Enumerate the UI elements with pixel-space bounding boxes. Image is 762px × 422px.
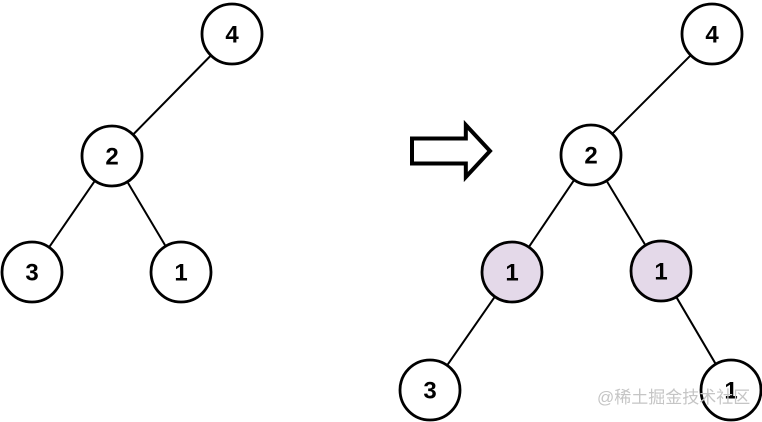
tree-before-node-L4 bbox=[200, 2, 264, 66]
tree-after-node-label-R1b: 1 bbox=[654, 259, 667, 286]
tree-before-node-label-L1: 1 bbox=[174, 260, 187, 287]
tree-edge-R2-R1b bbox=[606, 180, 646, 246]
tree-after-node-R1b-highlighted bbox=[629, 239, 693, 303]
tree-after-node-label-R3: 3 bbox=[423, 378, 436, 405]
tree-edge-R4-R2 bbox=[612, 55, 691, 134]
tree-before-node-L2 bbox=[80, 124, 144, 188]
tree-after-node-label-R2: 2 bbox=[584, 143, 597, 170]
tree-edge-R1a-R3 bbox=[446, 296, 496, 366]
tree-before-node-L1 bbox=[149, 240, 213, 304]
tree-after-node-label-R4: 4 bbox=[705, 22, 719, 49]
tree-before-node-label-L3: 3 bbox=[25, 260, 38, 287]
tree-after-node-R3 bbox=[398, 358, 462, 422]
tree-edge-R1b-R1c bbox=[675, 297, 717, 364]
tree-after-node-R1a-highlighted bbox=[480, 240, 544, 304]
tree-before-node-label-L4: 4 bbox=[225, 22, 239, 49]
tree-before-node-L3 bbox=[0, 240, 64, 304]
tree-edge-L2-L1 bbox=[127, 181, 166, 247]
tree-after-node-label-R1c: 1 bbox=[724, 378, 737, 405]
right-arrow-icon bbox=[410, 119, 493, 183]
tree-before-node-label-L2: 2 bbox=[105, 144, 118, 171]
tree-edge-L4-L2 bbox=[133, 55, 211, 135]
tree-after-node-R2 bbox=[559, 123, 623, 187]
tree-after-node-label-R1a: 1 bbox=[505, 260, 518, 287]
tree-edge-L2-L3 bbox=[48, 180, 96, 248]
tree-edge-R2-R1a bbox=[528, 180, 575, 247]
tree-after-node-R1c bbox=[699, 358, 762, 422]
tree-after-node-R4 bbox=[680, 2, 744, 66]
watermark-text: @稀土掘金技术社区 bbox=[597, 388, 750, 407]
